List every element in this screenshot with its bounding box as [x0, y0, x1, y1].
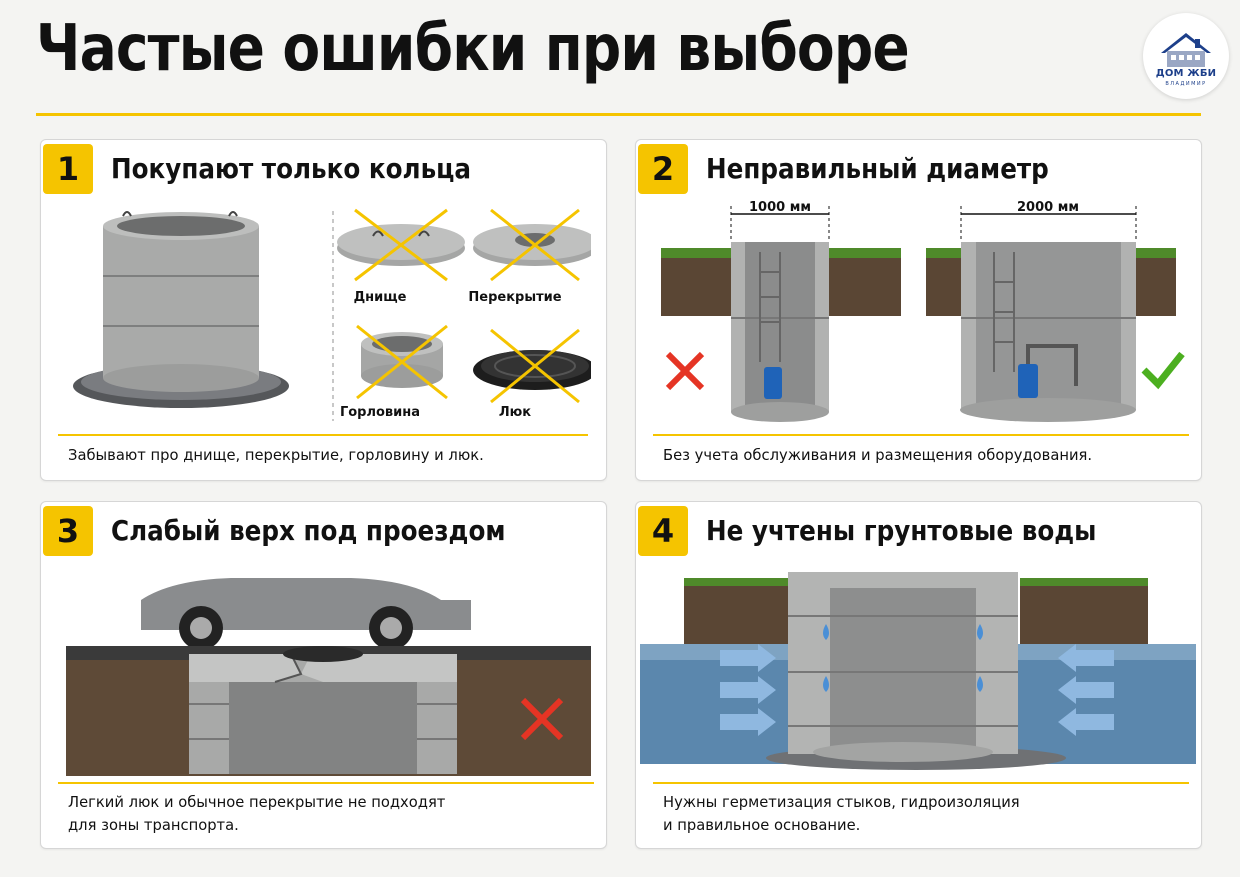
logo-city: ВЛАДИМИР [1165, 81, 1207, 87]
card-number: 2 [638, 144, 688, 194]
neck-ring-icon [356, 324, 448, 400]
title-underline [36, 113, 1201, 116]
part-label-hatch: Люк [498, 405, 532, 420]
card-rings-only: 1 Покупают только кольца [40, 139, 607, 481]
water-pressure-arrows-icon [720, 644, 1114, 736]
groundwater-well-illustration [640, 572, 1196, 770]
card-wrong-diameter: 2 Неправильный диаметр [635, 139, 1202, 481]
card-title: Не учтены грунтовые воды [706, 514, 1097, 547]
card-number: 3 [43, 506, 93, 556]
card-caption: Забывают про днище, перекрытие, горловин… [68, 446, 484, 464]
wrong-cross-icon [520, 697, 564, 741]
cover-slab-icon [473, 208, 591, 282]
card-weak-top: 3 Слабый верх под проездом Легкий люк и … [40, 501, 607, 849]
card-title: Слабый верх под проездом [111, 514, 506, 547]
card-caption: Без учета обслуживания и размещения обор… [663, 446, 1093, 464]
dimension-small: 1000 мм [749, 200, 811, 215]
bottom-slab-icon [337, 208, 465, 282]
card-caption-line-1: Нужны герметизация стыков, гидроизоляция [663, 793, 1020, 811]
wrong-cross-icon [665, 351, 705, 391]
correct-check-icon [1141, 351, 1185, 390]
card-caption-line-2: для зоны транспорта. [68, 816, 239, 834]
manhole-hatch-icon [473, 328, 591, 404]
card-number: 4 [638, 506, 688, 556]
card-title: Покупают только кольца [111, 152, 472, 185]
part-label-neck: Горловина [339, 405, 421, 420]
diameter-comparison-illustration [661, 206, 1185, 422]
part-label-bottom: Днище [353, 290, 407, 305]
caption-divider [58, 434, 588, 436]
company-logo: ДОМ ЖБИ ВЛАДИМИР [1143, 13, 1229, 99]
house-logo-icon [1161, 33, 1211, 67]
concrete-rings-illustration [73, 208, 591, 421]
water-drop-icon [823, 624, 983, 692]
road-well-illustration [66, 578, 591, 776]
dimension-large: 2000 мм [1017, 200, 1079, 215]
card-caption-line-2: и правильное основание. [663, 816, 861, 834]
card-title: Неправильный диаметр [706, 152, 1049, 185]
caption-divider [653, 434, 1189, 436]
caption-divider [58, 782, 594, 784]
part-label-cover: Перекрытие [468, 290, 562, 305]
page-title: Частые ошибки при выборе [36, 12, 910, 86]
card-caption-line-1: Легкий люк и обычное перекрытие не подхо… [68, 793, 446, 811]
logo-name: ДОМ ЖБИ [1155, 68, 1217, 79]
caption-divider [653, 782, 1189, 784]
card-number: 1 [43, 144, 93, 194]
card-groundwater: 4 Не учтены грунтовые воды [635, 501, 1202, 849]
